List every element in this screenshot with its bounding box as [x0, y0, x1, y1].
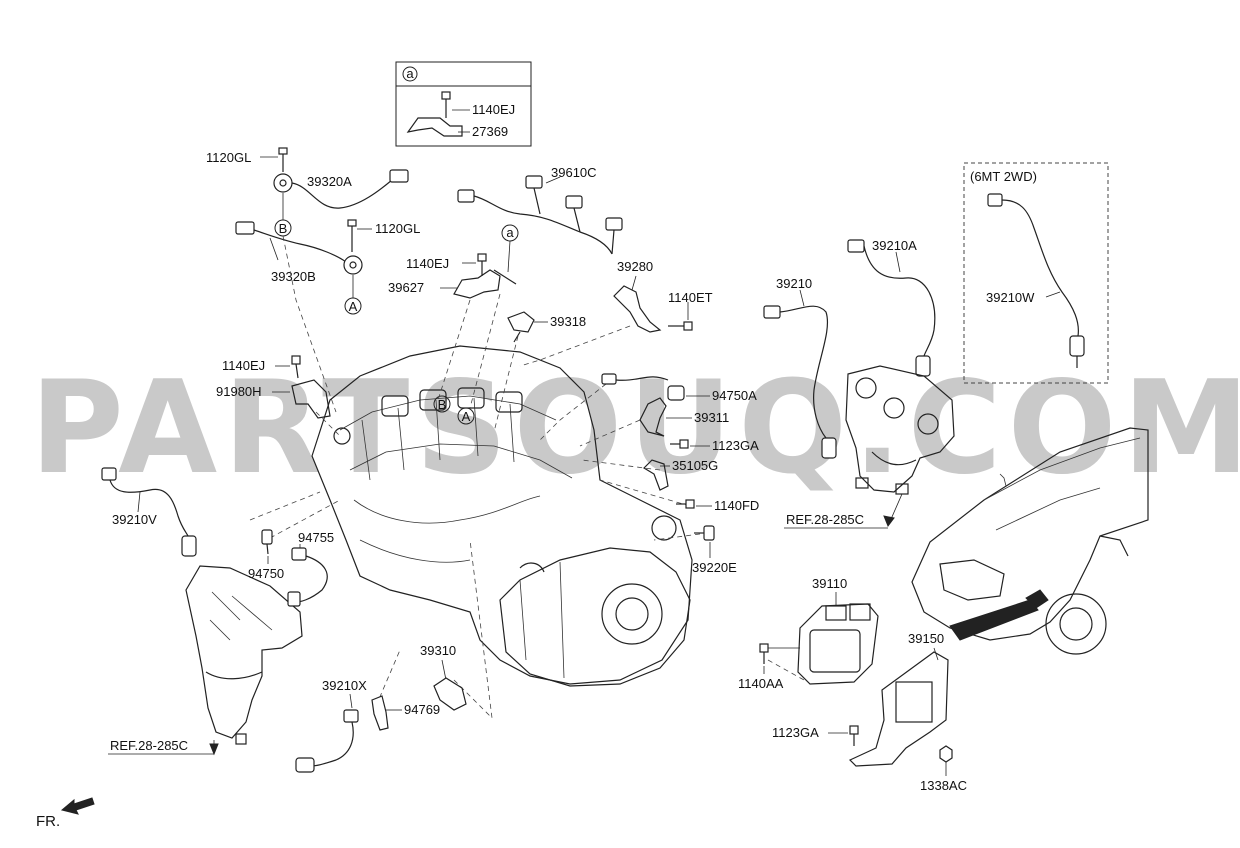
part-label: 1123GA	[712, 438, 759, 453]
detail-marker-circle	[402, 66, 418, 82]
oxygen-sensor-icon	[295, 709, 359, 773]
detail-box: a 1140EJ 27369	[395, 61, 532, 147]
bracket-icon	[639, 397, 667, 437]
engine-assembly-icon	[311, 345, 693, 687]
detail-marker: a	[406, 66, 414, 81]
vehicle-location-icon	[911, 427, 1149, 655]
reference-label: REF.28-285C	[786, 512, 864, 527]
part-label: 1140EJ	[222, 358, 265, 373]
oxygen-sensor-icon	[763, 305, 837, 459]
ecu-module-icon	[797, 603, 879, 685]
bolt-icon	[477, 253, 487, 276]
bracket-icon	[406, 117, 463, 137]
part-label: 39318	[550, 314, 586, 329]
callout-a: A	[349, 299, 358, 314]
watermark: PARTSOUQ.COM	[30, 354, 1240, 503]
bracket-icon	[643, 459, 669, 491]
front-direction-label: FR.	[36, 813, 60, 830]
crankshaft-sensor-icon	[433, 677, 467, 711]
sensor-connector-icon	[601, 373, 685, 401]
sensor-bracket-icon	[453, 269, 501, 299]
bolt-icon	[291, 355, 301, 379]
part-label: 1123GA	[772, 725, 819, 740]
part-label: 39610C	[551, 165, 597, 180]
temperature-sensor-icon	[694, 525, 715, 541]
front-arrow-icon	[60, 797, 95, 815]
callout-b: B	[279, 221, 288, 236]
part-label: 35105G	[672, 458, 718, 473]
part-label: 1140EJ	[406, 256, 449, 271]
part-label: 39310	[420, 643, 456, 658]
reference-label: REF.28-285C	[110, 738, 188, 753]
clip-icon	[371, 695, 389, 731]
part-label: 39311	[694, 410, 729, 425]
part-label: 94750	[248, 566, 284, 581]
ecu-bracket-icon	[848, 651, 949, 767]
part-label: 39220E	[692, 560, 737, 575]
bracket-icon	[613, 285, 662, 333]
camshaft-sensor-icon	[507, 311, 535, 343]
engine-callout-a: A	[462, 409, 471, 424]
bolt-icon	[441, 91, 451, 118]
bolt-icon	[849, 725, 859, 746]
part-label: 39320B	[271, 269, 316, 284]
part-label: 39110	[812, 576, 847, 591]
bolt-icon	[759, 643, 769, 664]
callout-a-circle	[344, 297, 362, 315]
part-label: 39280	[617, 259, 653, 274]
part-label: 39210W	[986, 290, 1035, 305]
wiring-harness-icon	[457, 175, 623, 255]
part-label: 39320A	[307, 174, 352, 189]
sensor-bracket-icon	[291, 379, 331, 419]
part-label: 1120GL	[206, 150, 251, 165]
knock-sensor-b-icon	[235, 221, 363, 275]
nut-icon	[939, 745, 953, 763]
variant-box: (6MT 2WD) 39210W	[963, 162, 1109, 384]
part-label: 1140FD	[714, 498, 759, 513]
part-label: 39210	[776, 276, 812, 291]
part-label: 1140ET	[668, 290, 713, 305]
part-label: 39210A	[872, 238, 917, 253]
part-label: 1338AC	[920, 778, 967, 793]
oxygen-sensor-icon	[847, 239, 936, 377]
bolt-icon	[676, 499, 695, 509]
part-label: 27369	[472, 124, 508, 139]
engine-callout-b-circle	[433, 395, 451, 413]
part-label: 39150	[908, 631, 944, 646]
engine-callout-a-circle	[457, 407, 475, 425]
sensor-connector-icon	[287, 547, 328, 607]
bolt-icon	[668, 321, 693, 331]
oxygen-sensor-icon	[987, 193, 1085, 368]
arrow-icon	[883, 515, 895, 528]
part-label: 1140EJ	[472, 102, 515, 117]
knock-sensor-a-icon	[273, 169, 409, 209]
bolt-icon	[670, 439, 689, 449]
part-label: 94755	[298, 530, 334, 545]
part-label: 1140AA	[738, 676, 784, 691]
part-label: 39627	[388, 280, 424, 295]
bolt-icon	[347, 219, 357, 252]
exhaust-manifold-icon	[185, 565, 303, 745]
bolt-icon	[278, 147, 288, 172]
part-label: 94769	[404, 702, 440, 717]
engine-callout-b: B	[438, 397, 447, 412]
oxygen-sensor-icon	[101, 467, 197, 557]
part-label: 39210X	[322, 678, 367, 693]
pressure-sensor-icon	[261, 529, 273, 555]
part-label: 1120GL	[375, 221, 420, 236]
arrow-icon	[209, 743, 219, 756]
callout-small-a: a	[506, 225, 514, 240]
part-label: 94750A	[712, 388, 757, 403]
part-label: 39210V	[112, 512, 157, 527]
part-label: 91980H	[216, 384, 262, 399]
variant-title: (6MT 2WD)	[970, 169, 1037, 184]
